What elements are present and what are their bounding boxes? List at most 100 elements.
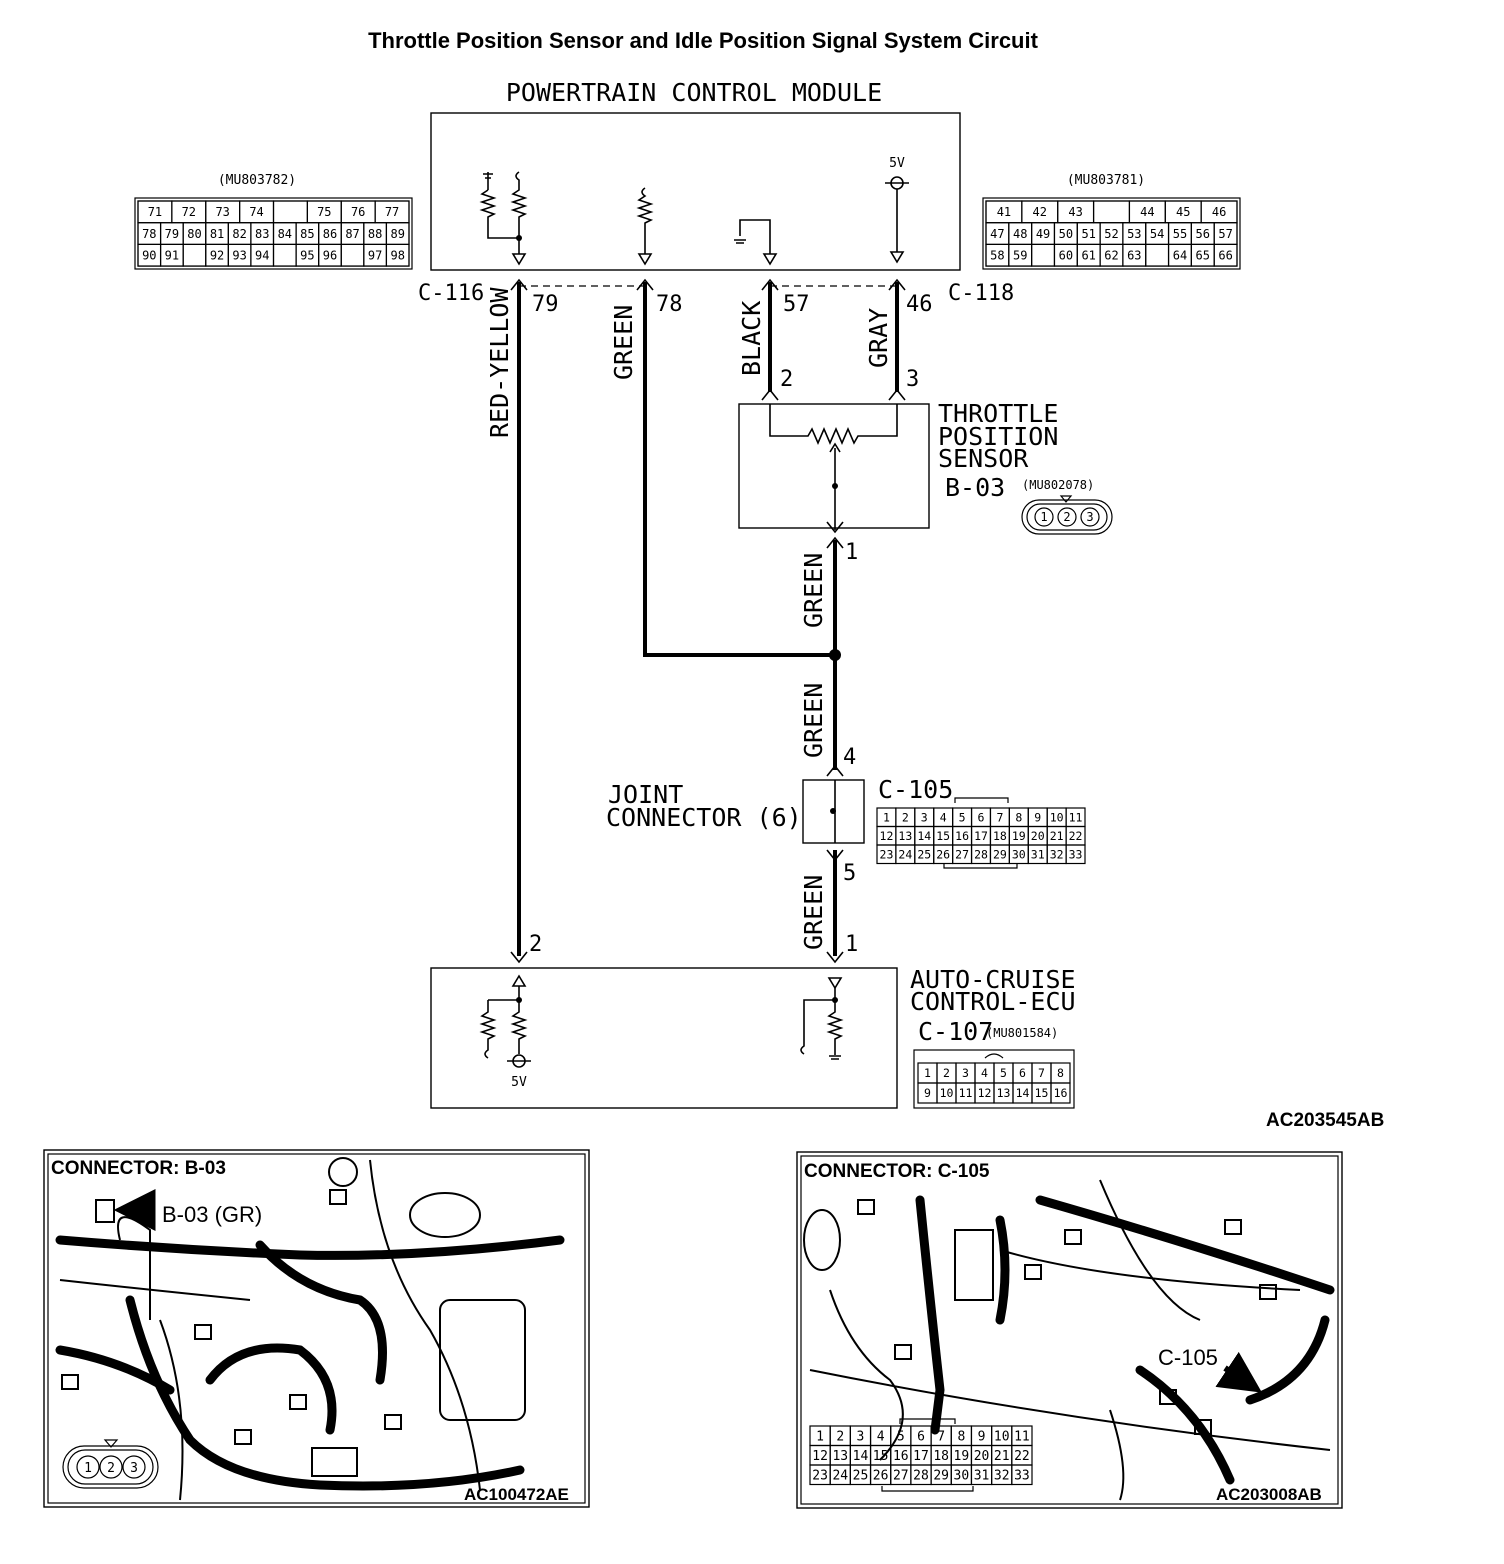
panel-c105-pin-label: 32 bbox=[994, 1468, 1010, 1483]
joint-connector-pin-label: 13 bbox=[898, 829, 912, 843]
connector-c116-label: C-116 bbox=[418, 281, 484, 306]
pcm-right-connector-pin-label: 50 bbox=[1059, 227, 1073, 241]
tps-pin-3: 3 bbox=[906, 367, 919, 392]
pcm-left-connector-pin-label: 98 bbox=[390, 249, 404, 263]
tps-pin1-chevron bbox=[826, 536, 844, 549]
figure-code: AC203545AB bbox=[1266, 1110, 1384, 1131]
pcm-left-connector-pin-label: 96 bbox=[323, 249, 337, 263]
tps-connector-id: B-03 bbox=[945, 473, 1005, 502]
tps-label-line2: POSITION bbox=[938, 422, 1058, 451]
pcm-right-connector-pin-label: 49 bbox=[1036, 227, 1050, 241]
panel-c105-pin-label: 17 bbox=[913, 1449, 929, 1464]
ecu-pin1-chevron bbox=[826, 951, 844, 964]
pcm-internal-57 bbox=[734, 219, 778, 266]
pcm-left-connector-pin-label: 72 bbox=[182, 205, 196, 219]
panel-b03-pin-3: 3 bbox=[130, 1461, 138, 1476]
panel-c105-pin-label: 7 bbox=[937, 1429, 945, 1444]
tps-potentiometer bbox=[769, 404, 898, 534]
ecu-internal-right bbox=[800, 977, 844, 1060]
pcm-right-connector-pin-label: 52 bbox=[1104, 227, 1118, 241]
pcm-pin-chevrons bbox=[510, 278, 906, 291]
pcm-right-connector-pin-label: 47 bbox=[990, 227, 1004, 241]
pcm-right-connector-cell bbox=[1145, 243, 1170, 267]
panel-c105-pin-label: 15 bbox=[873, 1449, 889, 1464]
ecu-connector-pin-label: 1 bbox=[924, 1066, 931, 1080]
panel-c105-pin-label: 19 bbox=[954, 1449, 970, 1464]
joint-connector-pin-label: 26 bbox=[936, 847, 950, 861]
joint-connector-pin-label: 23 bbox=[880, 847, 894, 861]
ecu-connector-pin-label: 6 bbox=[1019, 1066, 1026, 1080]
tps-pin-chevrons bbox=[761, 388, 906, 401]
tps-face-pin-3: 3 bbox=[1086, 510, 1093, 524]
wire-label-red-yellow: RED-YELLOW bbox=[485, 287, 514, 438]
ecu-connector-pin-label: 2 bbox=[943, 1066, 950, 1080]
joint-connector-pin-label: 11 bbox=[1069, 810, 1083, 824]
panel-c105-pin-label: 4 bbox=[877, 1429, 885, 1444]
panel-c105-pin-label: 5 bbox=[897, 1429, 905, 1444]
panel-c105-pin-label: 8 bbox=[957, 1429, 965, 1444]
pcm-right-connector-pin-label: 56 bbox=[1196, 227, 1210, 241]
joint-connector-pin-label: 7 bbox=[996, 810, 1003, 824]
pcm-internal-79 bbox=[479, 171, 528, 266]
joint-connector-pin-label: 17 bbox=[974, 829, 988, 843]
pcm-left-connector-pin-label: 89 bbox=[390, 227, 404, 241]
pcm-right-connector-part: (MU803781) bbox=[1067, 173, 1145, 188]
tps-face-pin-2: 2 bbox=[1063, 510, 1070, 524]
pcm-left-connector-pin-label: 77 bbox=[385, 205, 399, 219]
joint-connector-pin-label: 5 bbox=[959, 810, 966, 824]
panel-c105-pin-label: 3 bbox=[857, 1429, 865, 1444]
pcm-left-connector-cell bbox=[182, 243, 207, 267]
ecu-5v-label: 5V bbox=[511, 1075, 527, 1090]
ecu-label-line1: AUTO-CRUISE bbox=[910, 965, 1076, 994]
joint-connector-pin-label: 28 bbox=[974, 847, 988, 861]
joint-connector-pin-label: 12 bbox=[880, 829, 894, 843]
joint-connector-pin-label: 29 bbox=[993, 847, 1007, 861]
ecu-connector-pin-label: 9 bbox=[924, 1086, 931, 1100]
wire-label-black: BLACK bbox=[737, 301, 766, 376]
panel-c105-code: AC203008AB bbox=[1216, 1485, 1322, 1504]
pcm-right-connector-pin-label: 62 bbox=[1104, 249, 1118, 263]
panel-connector-b03: CONNECTOR: B-03 B-03 (GR) 1 2 3 AC1 bbox=[43, 1149, 590, 1508]
pcm-right-connector-pin-label: 42 bbox=[1033, 205, 1047, 219]
pcm-left-connector-pin-label: 97 bbox=[368, 249, 382, 263]
panel-c105-pin-label: 27 bbox=[893, 1468, 909, 1483]
panel-b03-code: AC100472AE bbox=[464, 1485, 569, 1504]
ecu-connector-pin-label: 13 bbox=[997, 1086, 1011, 1100]
joint-connector-pin-label: 18 bbox=[993, 829, 1007, 843]
pin-79: 79 bbox=[532, 292, 559, 317]
joint-connector-pin-label: 22 bbox=[1069, 829, 1083, 843]
tps-label-line1: THROTTLE bbox=[938, 399, 1058, 428]
panel-c105-pin-label: 31 bbox=[974, 1468, 990, 1483]
pcm-right-connector-cell bbox=[1213, 243, 1238, 267]
panel-c105-pin-label: 30 bbox=[954, 1468, 970, 1483]
ecu-internal-left: 5V bbox=[479, 974, 531, 1090]
ecu-pin-1: 1 bbox=[845, 932, 858, 957]
pin-78: 78 bbox=[656, 292, 683, 317]
jc-pin-5: 5 bbox=[843, 861, 856, 886]
pcm-left-connector-pin-label: 78 bbox=[142, 227, 156, 241]
panel-b03-pin-2: 2 bbox=[107, 1461, 115, 1476]
pcm-right-connector-pin-label: 53 bbox=[1127, 227, 1141, 241]
joint-connector-pin-label: 21 bbox=[1050, 829, 1064, 843]
tps-connector-part: (MU802078) bbox=[1022, 478, 1094, 492]
panel-c105-pin-label: 1 bbox=[816, 1429, 824, 1444]
ecu-label-line2: CONTROL-ECU bbox=[910, 987, 1076, 1016]
pcm-right-connector-pin-label: 59 bbox=[1013, 249, 1027, 263]
pcm-left-connector-pin-label: 81 bbox=[210, 227, 224, 241]
pcm-right-connector-pin-label: 54 bbox=[1150, 227, 1164, 241]
pcm-left-connector-pin-label: 94 bbox=[255, 249, 269, 263]
joint-connector-pin-label: 10 bbox=[1050, 810, 1064, 824]
pcm-left-connector-cell bbox=[272, 243, 297, 267]
pcm-left-connector-part: (MU803782) bbox=[218, 173, 296, 188]
pcm-right-connector-pin-label: 51 bbox=[1081, 227, 1095, 241]
panel-c105-pin-label: 29 bbox=[933, 1468, 949, 1483]
pcm-right-connector-pin-label: 48 bbox=[1013, 227, 1027, 241]
jc-pin5-chevron bbox=[826, 849, 844, 862]
ecu-connector-pin-label: 8 bbox=[1057, 1066, 1064, 1080]
tps-pin-1: 1 bbox=[845, 540, 858, 565]
joint-connector-label-line1: JOINT bbox=[608, 780, 683, 809]
joint-connector-pin-label: 19 bbox=[1012, 829, 1026, 843]
